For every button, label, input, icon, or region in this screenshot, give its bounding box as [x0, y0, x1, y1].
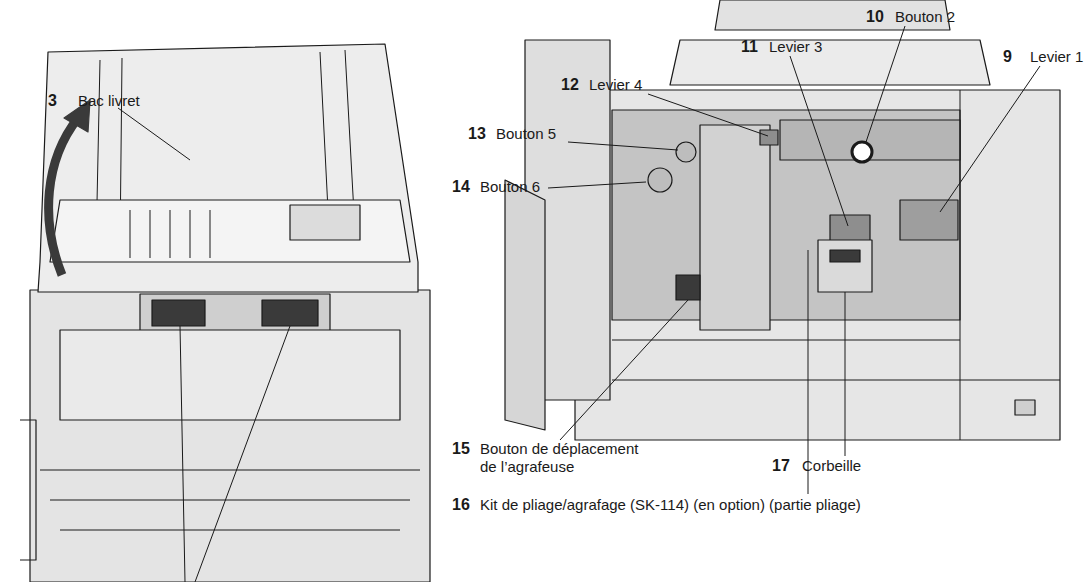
leader-line	[648, 94, 768, 136]
callout-number: 9	[1003, 48, 1012, 66]
open-interior	[612, 110, 960, 320]
finisher-body	[30, 290, 430, 582]
leader-line	[568, 142, 678, 150]
callout-number: 11	[741, 38, 758, 56]
part-label: Levier 3	[769, 38, 822, 56]
part-label: Bouton de déplacement de l’agrafeuse	[480, 440, 655, 476]
open-door	[505, 180, 545, 430]
callout-number: 13	[468, 125, 486, 143]
document-feeder	[670, 40, 990, 85]
leader-lines	[118, 26, 1040, 582]
leader-line	[790, 56, 848, 226]
lever-1	[900, 200, 958, 240]
callout-number: 12	[561, 76, 579, 94]
callout-number: 16	[452, 496, 470, 514]
callout-number: 15	[452, 440, 470, 458]
output-tray-edge	[40, 470, 420, 530]
open-arrow	[49, 118, 78, 275]
leader-line	[560, 300, 688, 440]
part-label: Bac livret	[78, 92, 140, 110]
callout-number: 10	[866, 8, 884, 26]
leader-line	[845, 292, 846, 456]
leader-line	[940, 66, 1040, 212]
knob-2	[852, 142, 872, 162]
part-label: Bouton 5	[496, 125, 556, 143]
stapler-knob	[676, 275, 700, 300]
tray-bracket	[290, 205, 360, 240]
part-label: Corbeille	[802, 457, 861, 475]
leader-line	[118, 108, 190, 160]
finisher-panel	[60, 330, 400, 420]
part-label: Kit de pliage/agrafage (SK-114) (en opti…	[480, 496, 861, 514]
tray-rib	[130, 210, 210, 258]
part-label: Levier 4	[589, 76, 642, 94]
booklet-opening	[140, 294, 330, 335]
door-latch	[1015, 400, 1035, 415]
waste-box	[818, 240, 872, 292]
callout-number: 3	[48, 92, 57, 110]
booklet-tray	[38, 44, 418, 292]
finisher-left-view	[20, 44, 430, 582]
knob-6	[648, 168, 672, 192]
leader-line	[548, 182, 646, 188]
part-label: Bouton 2	[895, 8, 955, 26]
leader-line	[180, 326, 290, 582]
release-tab	[152, 300, 318, 326]
copier-right-view	[505, 0, 1060, 440]
cable	[20, 420, 36, 560]
callout-number: 17	[772, 457, 790, 475]
knob-5	[676, 142, 696, 162]
callout-number: 14	[452, 178, 470, 196]
lever-4	[760, 130, 778, 145]
waste-box-handle	[830, 250, 860, 262]
leader-line	[866, 26, 905, 142]
panel-seam	[612, 90, 1060, 440]
part-label: Bouton 6	[480, 178, 540, 196]
tray-lower-panel	[50, 200, 410, 262]
part-label: Levier 1	[1030, 48, 1083, 66]
fold-unit	[700, 125, 770, 330]
